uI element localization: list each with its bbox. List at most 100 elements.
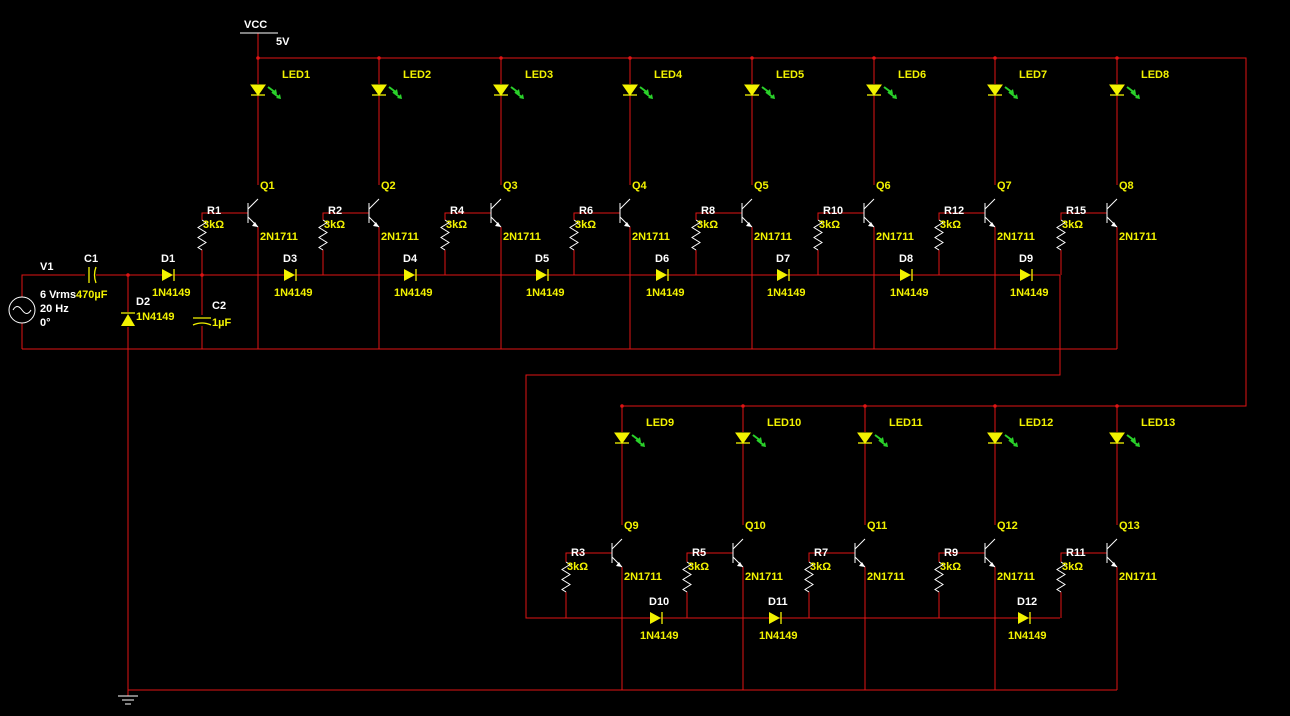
diode-d1[interactable] (162, 269, 175, 281)
resistor-label: R3 (571, 547, 585, 559)
capacitor-c1[interactable] (88, 266, 97, 284)
transistor-q12[interactable] (984, 538, 996, 568)
diode-label: D12 (1017, 596, 1037, 608)
transistor-q6[interactable] (863, 198, 875, 228)
resistor-r8[interactable] (691, 219, 701, 251)
diode-d8[interactable] (900, 269, 913, 281)
transistor-collector (984, 198, 996, 210)
resistor-zigzag (934, 561, 944, 593)
transistor-q4[interactable] (619, 198, 631, 228)
transistor-arrow (989, 562, 995, 567)
resistor-r3[interactable] (561, 561, 571, 593)
diode-part: 1N4149 (1010, 287, 1049, 299)
diode-body (650, 612, 661, 624)
diode-d4[interactable] (404, 269, 417, 281)
diode-part: 1N4149 (640, 630, 679, 642)
transistor-q8[interactable] (1106, 198, 1118, 228)
resistor-r6[interactable] (569, 219, 579, 251)
transistor-q2[interactable] (368, 198, 380, 228)
transistor-q1[interactable] (247, 198, 259, 228)
diode-part: 1N4149 (890, 287, 929, 299)
led-ray-arrow (770, 94, 775, 99)
resistor-r9[interactable] (934, 561, 944, 593)
transistor-q11[interactable] (854, 538, 866, 568)
resistor-r10[interactable] (813, 219, 823, 251)
diode-body (284, 269, 295, 281)
transistor-q7[interactable] (984, 198, 996, 228)
resistor-r5[interactable] (682, 561, 692, 593)
led-led7[interactable] (987, 84, 1018, 99)
diode-d6[interactable] (656, 269, 669, 281)
led-ray-arrow (883, 442, 888, 447)
ac-source-wave (12, 306, 32, 314)
resistor-r15[interactable] (1056, 219, 1066, 251)
led-body (1109, 432, 1125, 444)
diode-label: D1 (161, 253, 175, 265)
led-led1[interactable] (250, 84, 281, 99)
transistor-q3[interactable] (490, 198, 502, 228)
led-body (1109, 84, 1125, 96)
diode-part: 1N4149 (136, 311, 175, 323)
transistor-arrow (737, 562, 743, 567)
resistor-r7[interactable] (804, 561, 814, 593)
resistor-zigzag (569, 219, 579, 251)
led-label: LED5 (776, 69, 804, 81)
cap-plate-curved (93, 266, 97, 284)
led-led8[interactable] (1109, 84, 1140, 99)
ac-source[interactable] (8, 296, 36, 324)
led-led9[interactable] (614, 432, 645, 447)
diode-d7[interactable] (777, 269, 790, 281)
diode-d5[interactable] (536, 269, 549, 281)
vcc-label: VCC (244, 19, 267, 31)
diode-d9[interactable] (1020, 269, 1033, 281)
led-led11[interactable] (857, 432, 888, 447)
resistor-r4[interactable] (440, 219, 450, 251)
led-led4[interactable] (622, 84, 653, 99)
led-ray-arrow (1013, 94, 1018, 99)
led-led2[interactable] (371, 84, 402, 99)
diode-label: D8 (899, 253, 913, 265)
resistor-r2[interactable] (318, 219, 328, 251)
transistor-q10[interactable] (732, 538, 744, 568)
capacitor-c2[interactable] (192, 317, 212, 326)
transistor-label: Q8 (1119, 180, 1134, 192)
source-wire (21, 274, 85, 297)
led-led5[interactable] (744, 84, 775, 99)
diode-d12[interactable] (1018, 612, 1031, 624)
transistor-collector (368, 198, 380, 210)
cap-c2-label: C2 (212, 300, 226, 312)
transistor-q5[interactable] (741, 198, 753, 228)
resistor-zigzag (934, 219, 944, 251)
transistor-arrow (989, 222, 995, 227)
diode-part: 1N4149 (394, 287, 433, 299)
led-led3[interactable] (493, 84, 524, 99)
transistor-part: 2N1711 (503, 231, 541, 243)
led-led6[interactable] (866, 84, 897, 99)
led-led13[interactable] (1109, 432, 1140, 447)
led-led12[interactable] (987, 432, 1018, 447)
led-label: LED10 (767, 417, 801, 429)
diode-d2[interactable] (121, 312, 135, 326)
led-ray-arrow (892, 94, 897, 99)
transistor-q13[interactable] (1106, 538, 1118, 568)
transistor-part: 2N1711 (1119, 571, 1157, 583)
resistor-r12[interactable] (934, 219, 944, 251)
resistor-r1[interactable] (197, 219, 207, 251)
diode-label: D10 (649, 596, 669, 608)
led-led10[interactable] (735, 432, 766, 447)
diode-d10[interactable] (650, 612, 663, 624)
diode-d11[interactable] (769, 612, 782, 624)
resistor-value: 3kΩ (940, 219, 961, 231)
transistor-label: Q10 (745, 520, 766, 532)
led-label: LED3 (525, 69, 553, 81)
resistor-label: R8 (701, 205, 715, 217)
transistor-part: 2N1711 (381, 231, 419, 243)
base-wire (1060, 212, 1107, 220)
diode-d3[interactable] (284, 269, 297, 281)
transistor-part: 2N1711 (632, 231, 670, 243)
resistor-r11[interactable] (1056, 561, 1066, 593)
transistor-label: Q9 (624, 520, 639, 532)
led-label: LED11 (889, 417, 923, 429)
transistor-q9[interactable] (611, 538, 623, 568)
